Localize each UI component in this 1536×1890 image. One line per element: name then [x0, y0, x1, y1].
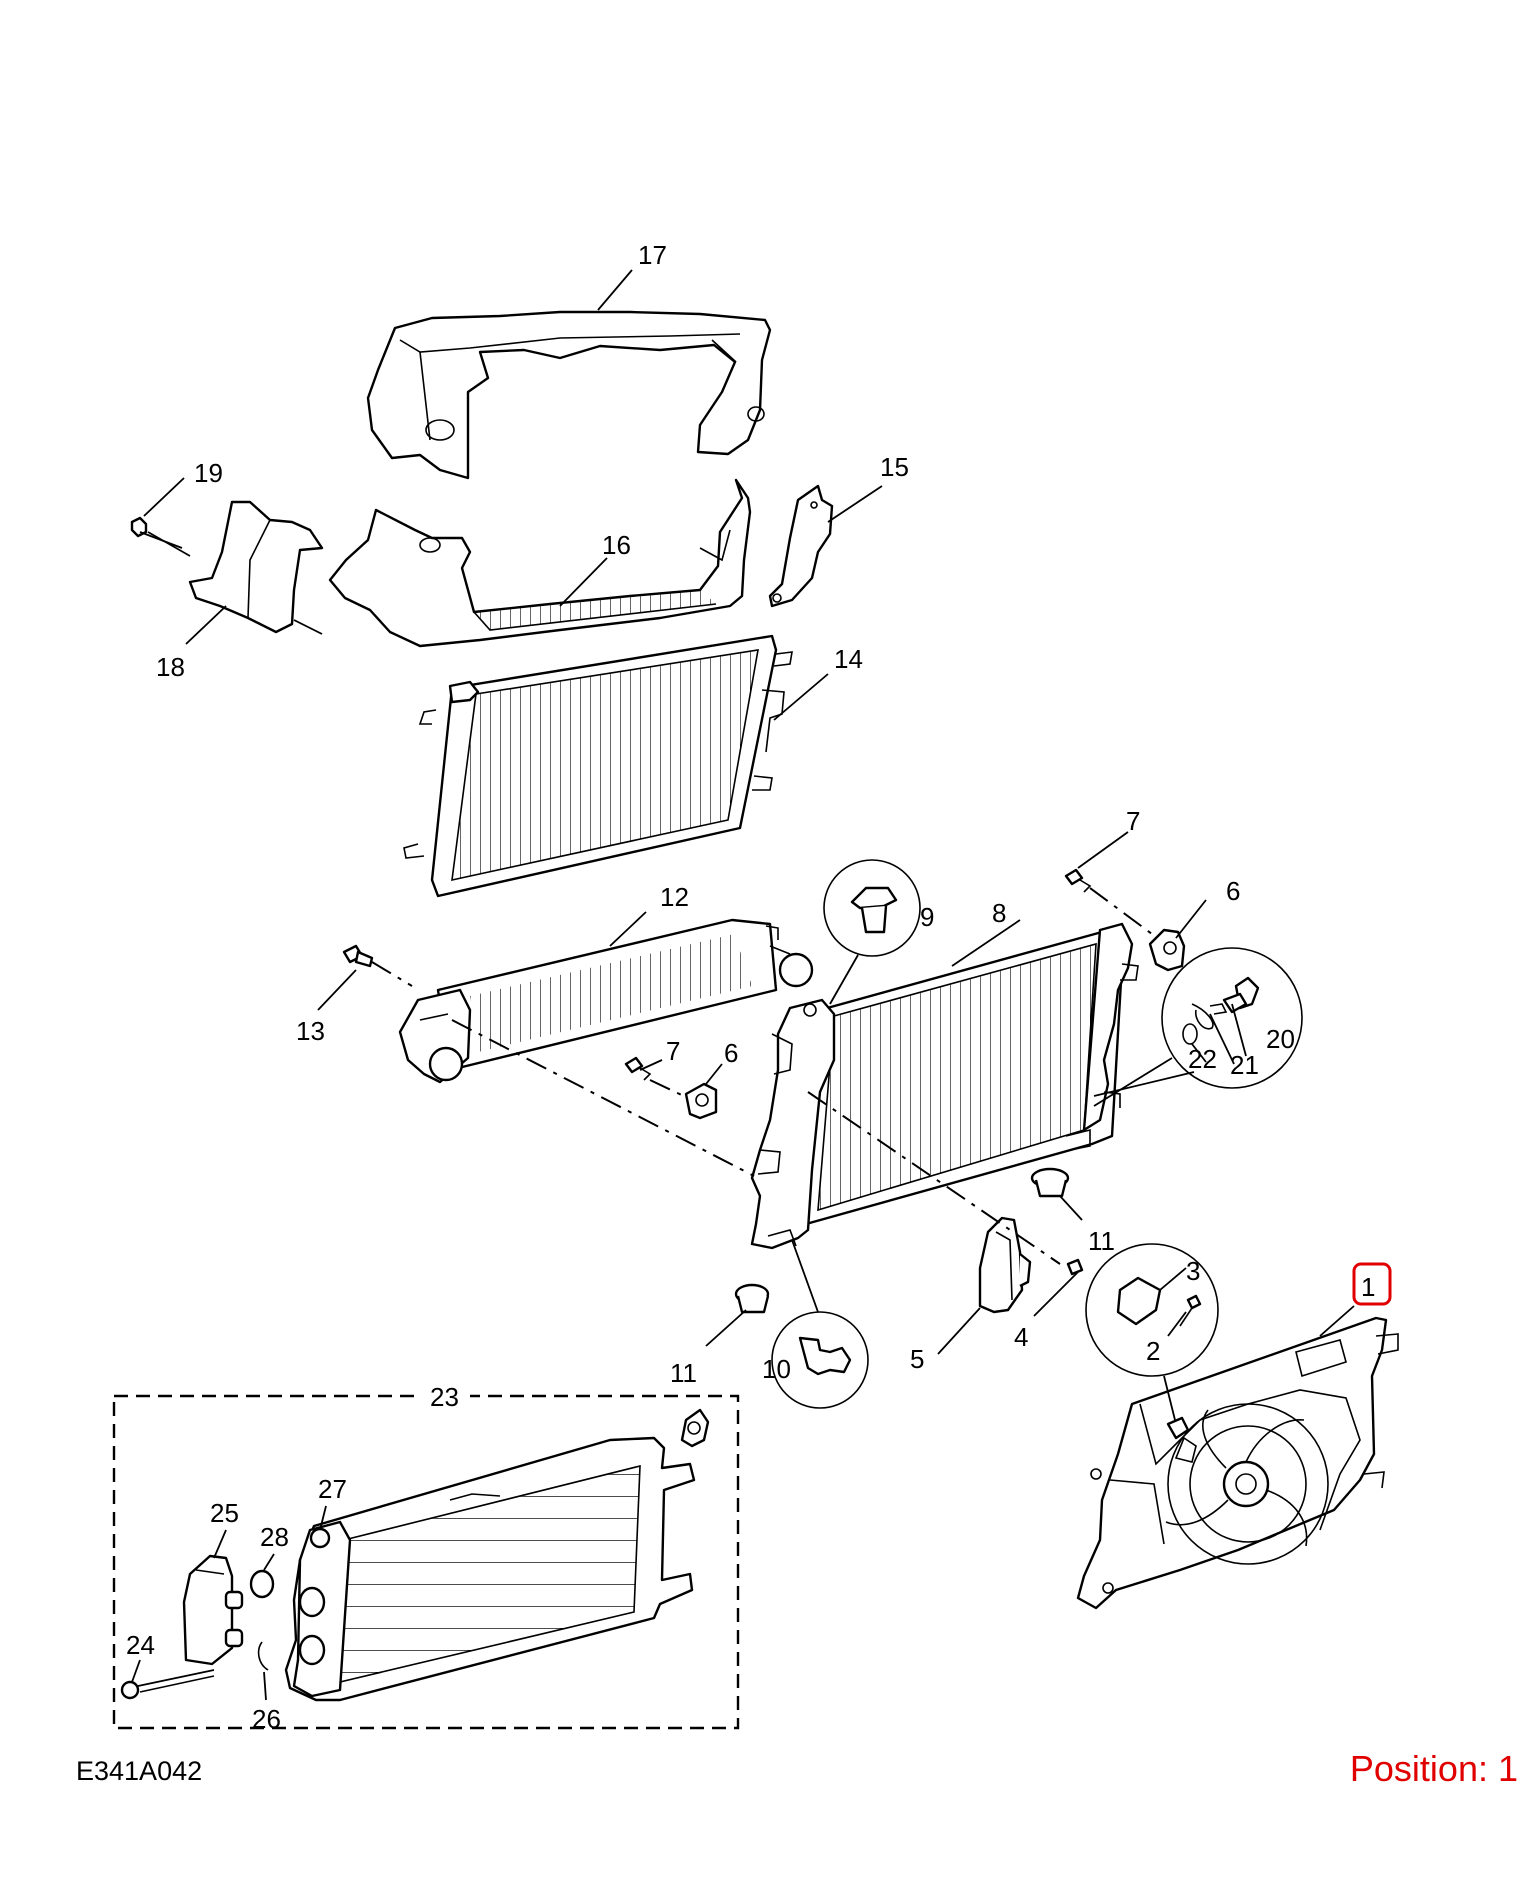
callout-11-left[interactable]: 11: [670, 1358, 697, 1388]
callout-4[interactable]: 4: [1014, 1322, 1028, 1352]
o-ring-28: [249, 1569, 275, 1599]
callout-24[interactable]: 24: [126, 1630, 155, 1660]
callout-7-upper[interactable]: 7: [1126, 806, 1140, 836]
assembly-lines: [139, 531, 1153, 1265]
detail-circle-10: [771, 1239, 869, 1409]
ac-condenser: [403, 634, 793, 898]
callout-21[interactable]: 21: [1230, 1050, 1259, 1080]
upper-air-deflector: [366, 310, 772, 480]
callout-13[interactable]: 13: [296, 1016, 325, 1046]
callout-19[interactable]: 19: [194, 458, 223, 488]
callout-28[interactable]: 28: [260, 1522, 289, 1552]
transmission-oil-cooler: [284, 1408, 710, 1702]
label-23-backing: [420, 1380, 470, 1410]
callout-26[interactable]: 26: [252, 1704, 281, 1734]
callout-labels: 1 2 3 4 5 6 6 7 7 8 9 10 11 11 12 13 14 …: [126, 240, 1375, 1734]
lower-air-deflector: [328, 478, 752, 648]
charge-air-cooler: [398, 918, 814, 1084]
callout-27[interactable]: 27: [318, 1474, 347, 1504]
bolt-13: [342, 944, 374, 968]
callout-9[interactable]: 9: [920, 902, 934, 932]
callout-8[interactable]: 8: [992, 898, 1006, 928]
callout-11-right[interactable]: 11: [1088, 1226, 1115, 1256]
diagram-reference-code: E341A042: [76, 1756, 203, 1786]
radiator: [750, 922, 1139, 1250]
highlight-box-part-1: [1352, 1262, 1392, 1306]
screw-4: [1066, 1258, 1084, 1276]
callout-6-upper[interactable]: 6: [1226, 876, 1240, 906]
callout-3[interactable]: 3: [1186, 1256, 1200, 1286]
detail-circle-resistor: [1085, 1243, 1219, 1440]
screw-19: [130, 516, 191, 557]
clip-26: [257, 1641, 269, 1671]
callout-18[interactable]: 18: [156, 652, 185, 682]
selected-position-label: Position: 1: [1349, 1748, 1518, 1789]
screw-7-upper: [1064, 868, 1092, 893]
detail-circle-9: [823, 859, 921, 1005]
callout-25[interactable]: 25: [210, 1498, 239, 1528]
bush-11-right: [1030, 1167, 1070, 1198]
side-deflector-bracket: [768, 484, 834, 608]
detail-circle-sensor: [1093, 947, 1303, 1107]
callout-16[interactable]: 16: [602, 530, 631, 560]
callout-12[interactable]: 12: [660, 882, 689, 912]
callout-17[interactable]: 17: [638, 240, 667, 270]
callout-10[interactable]: 10: [762, 1354, 791, 1384]
bolt-24: [120, 1669, 215, 1700]
radiator-mount-lower: [684, 1082, 718, 1120]
leader-lines: [131, 269, 1355, 1701]
screw-7-lower: [624, 1056, 652, 1081]
callout-23[interactable]: 23: [430, 1382, 459, 1412]
callout-20[interactable]: 20: [1266, 1024, 1295, 1054]
oil-cooler-adapter: [182, 1554, 244, 1666]
callout-14[interactable]: 14: [834, 644, 863, 674]
cooling-fan-shroud: [1076, 1316, 1399, 1610]
fan-control-module: [978, 1216, 1032, 1314]
left-side-shroud: [188, 500, 324, 635]
callout-15[interactable]: 15: [880, 452, 909, 482]
callout-5[interactable]: 5: [910, 1344, 924, 1374]
callout-7-lower[interactable]: 7: [666, 1036, 680, 1066]
callout-2[interactable]: 2: [1146, 1336, 1160, 1366]
callout-22[interactable]: 22: [1188, 1044, 1217, 1074]
bush-11-left: [734, 1283, 770, 1314]
callout-1[interactable]: 1: [1361, 1272, 1375, 1302]
callout-6-lower[interactable]: 6: [724, 1038, 738, 1068]
radiator-mount-upper: [1148, 928, 1186, 972]
